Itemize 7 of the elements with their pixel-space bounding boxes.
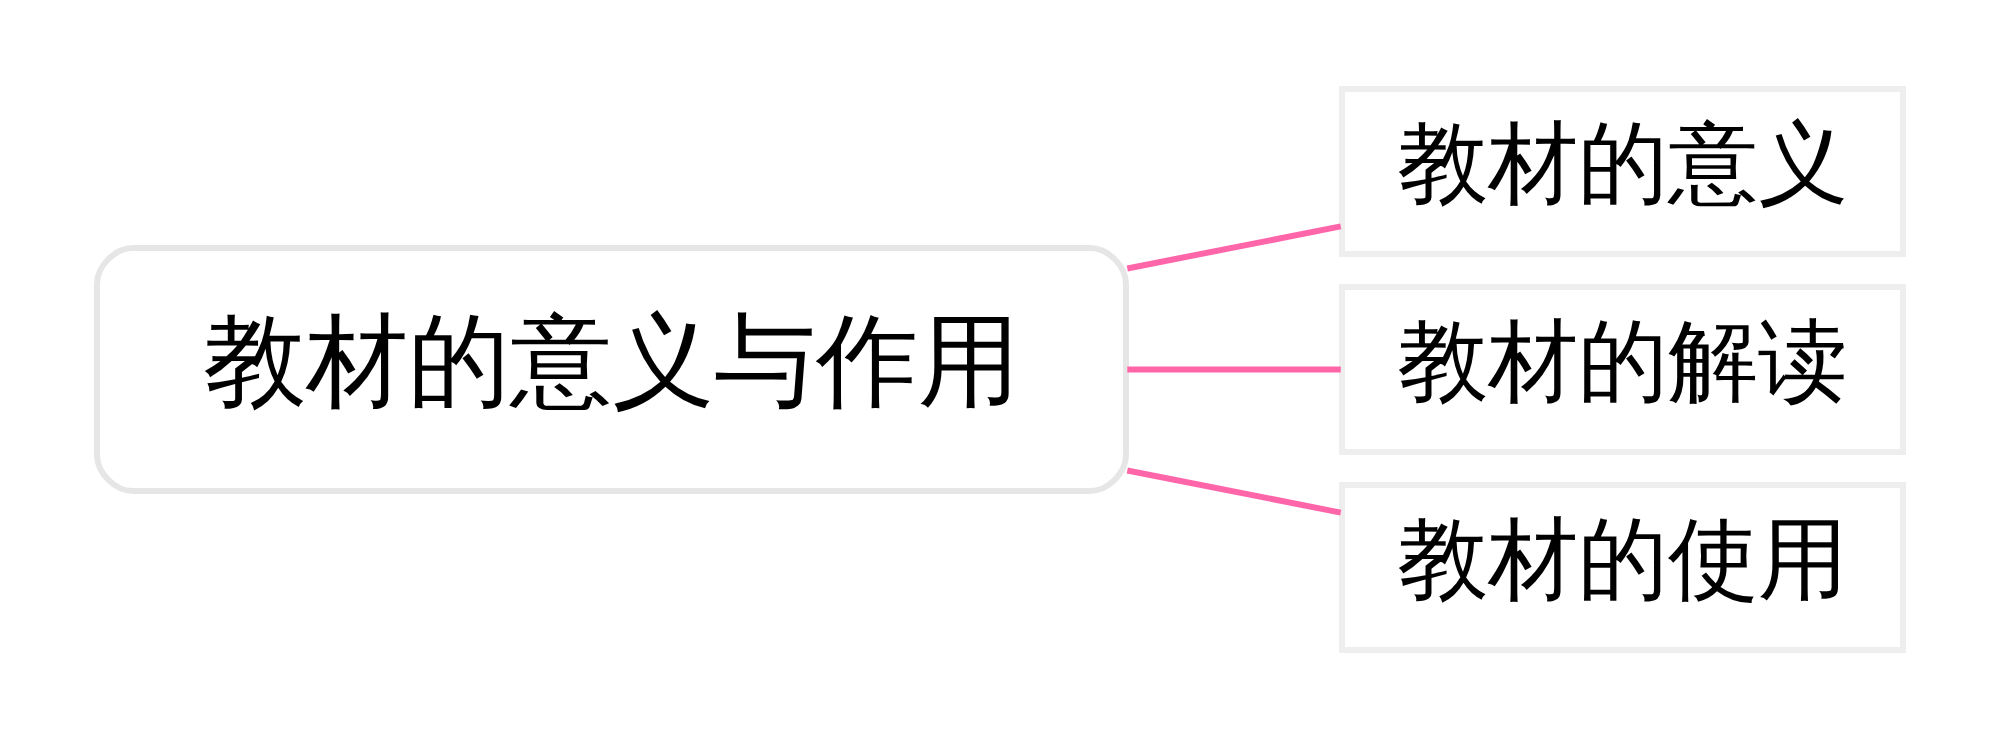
connector <box>1126 467 1342 516</box>
connector <box>1126 223 1342 272</box>
node-box: 教材的使用 <box>1339 482 1906 653</box>
connector <box>1127 366 1341 373</box>
node-box: 教材的解读 <box>1339 284 1906 455</box>
node-box: 教材的意义 <box>1339 86 1906 257</box>
node-box: 教材的意义与作用 <box>94 245 1129 494</box>
